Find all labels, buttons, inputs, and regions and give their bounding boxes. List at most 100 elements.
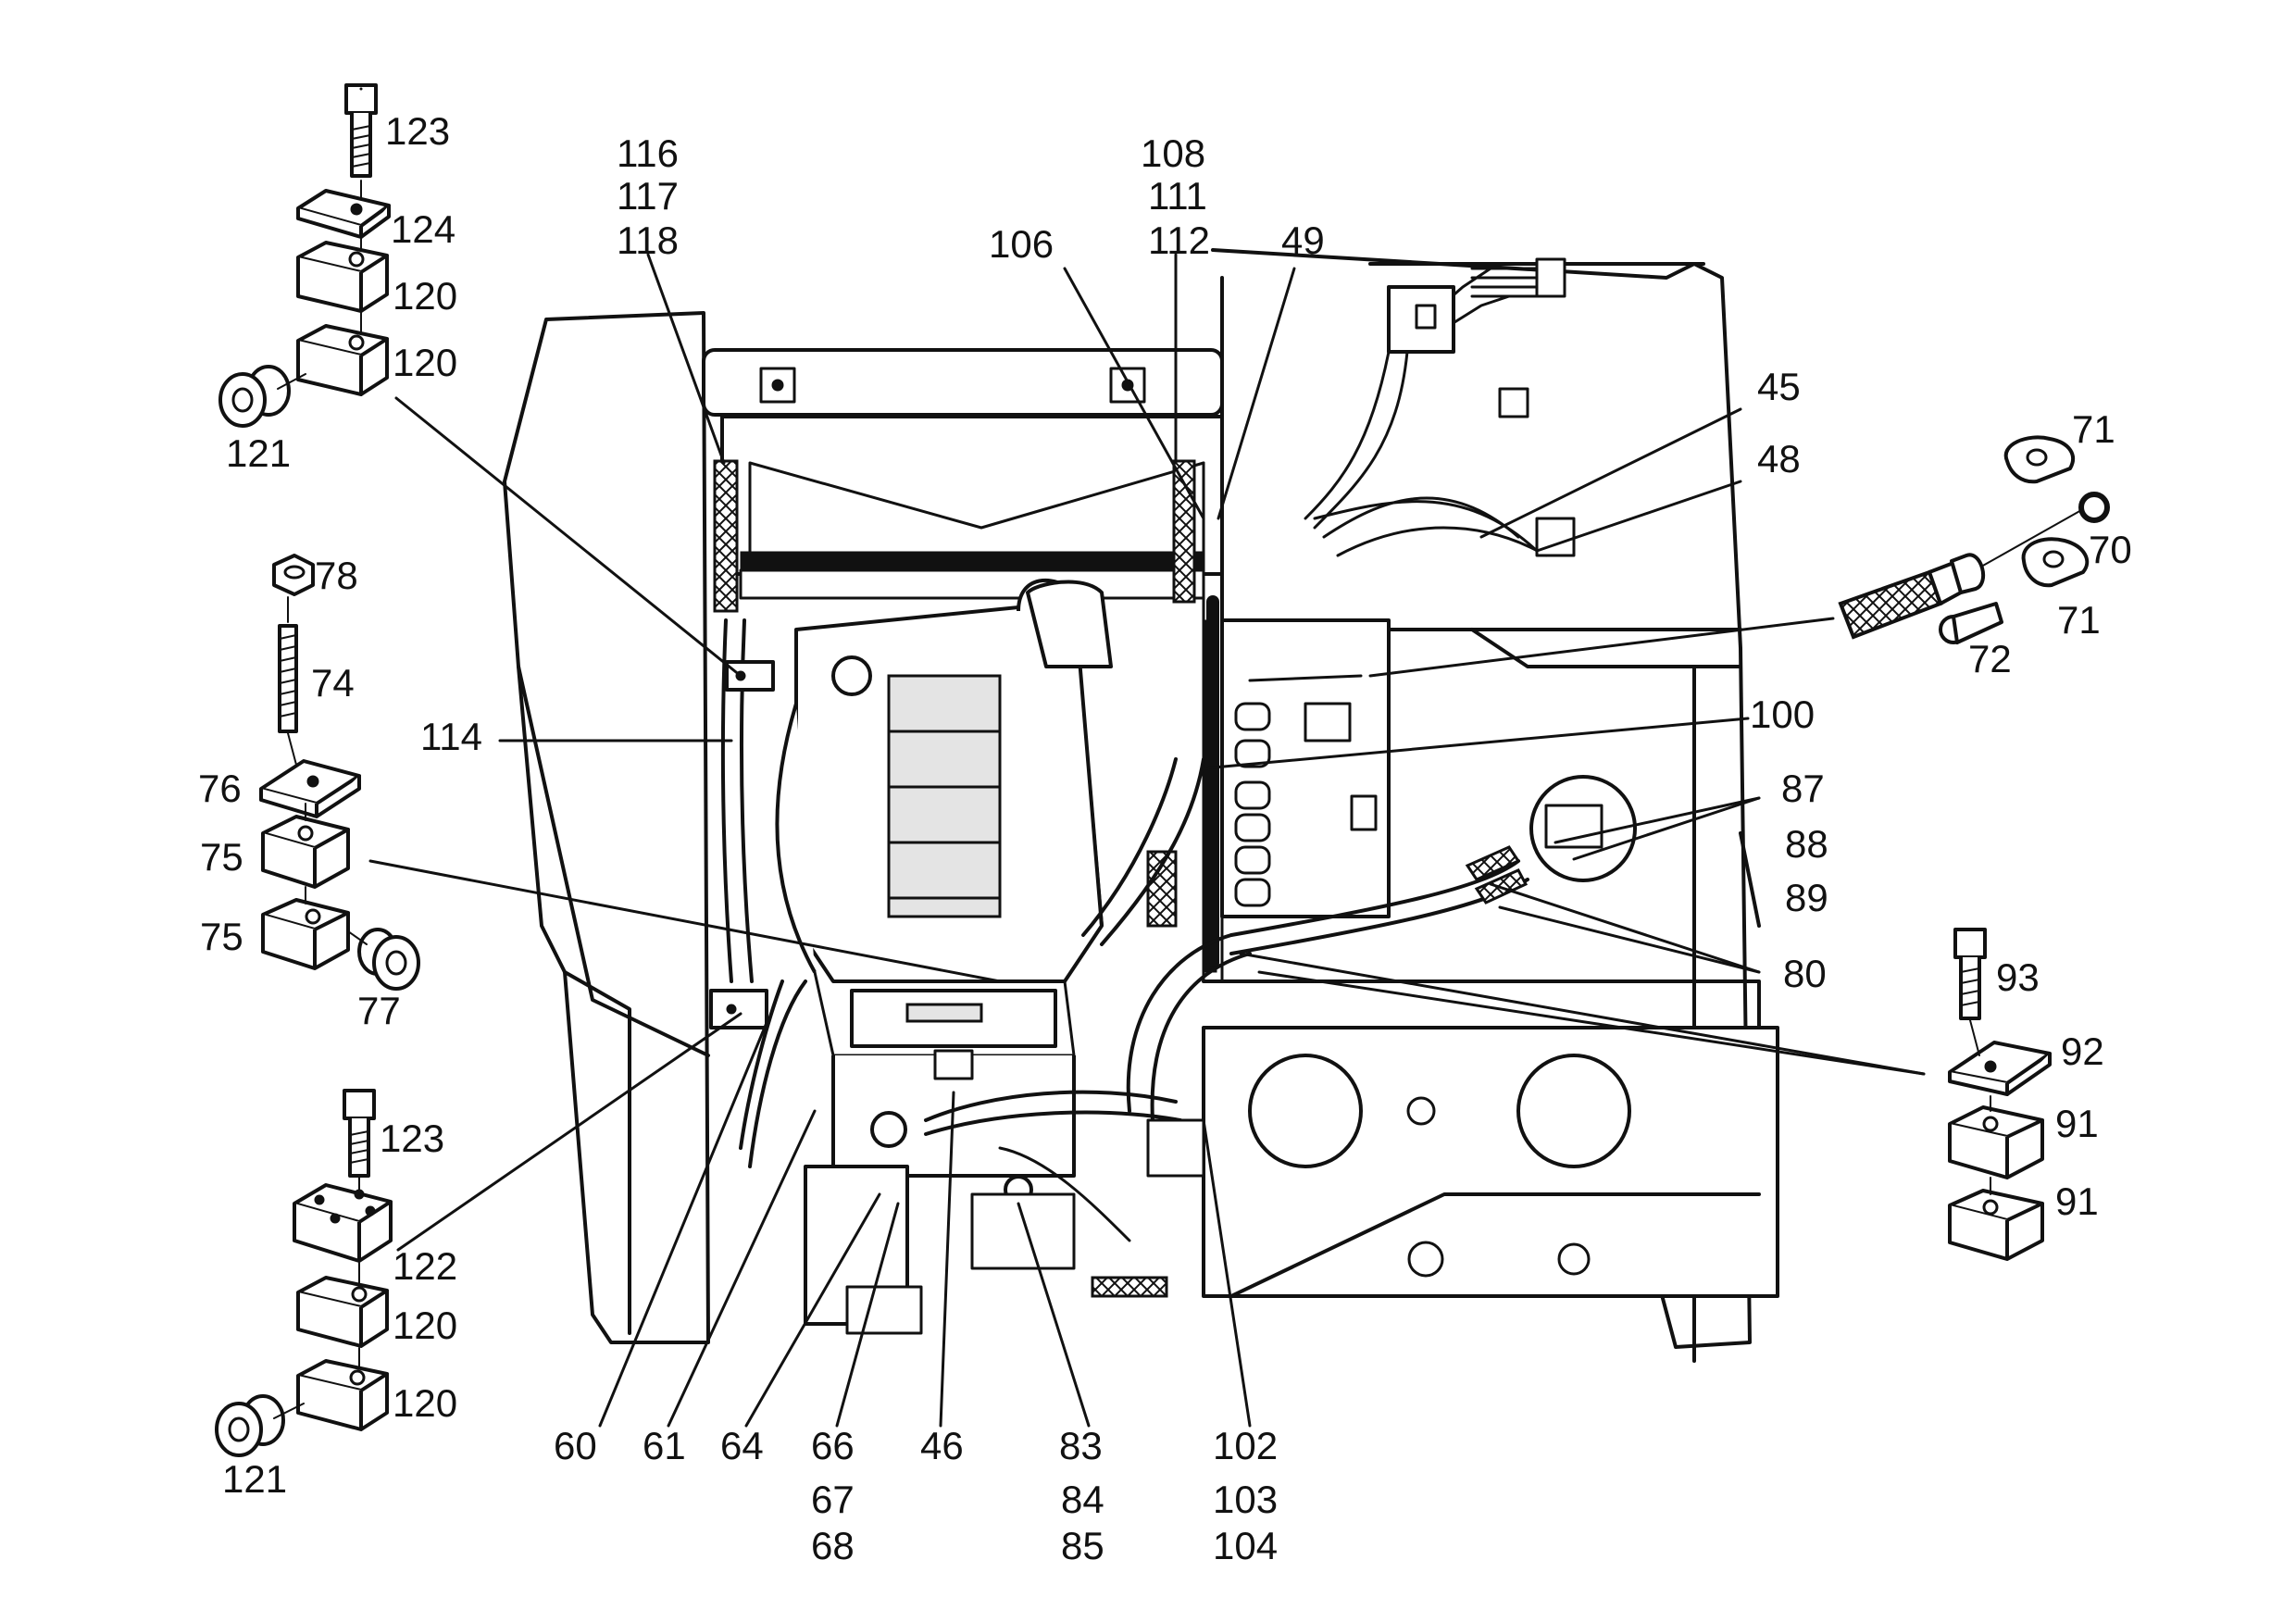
leader-87b <box>1572 796 1761 861</box>
leader-106 <box>1063 267 1205 520</box>
callout-124: 124 <box>391 207 455 251</box>
clamp-half-upper-icon <box>296 241 389 313</box>
hose-icon <box>1838 553 1986 640</box>
callout-75: 75 <box>200 915 243 958</box>
leader-87a <box>1554 796 1761 844</box>
callout-76: 76 <box>198 767 242 810</box>
clamp-half-upper-icon <box>296 1276 389 1348</box>
callout-120: 120 <box>393 341 457 384</box>
bolt-icon <box>343 1089 376 1178</box>
callout-68: 68 <box>811 1524 855 1567</box>
callout-103: 103 <box>1213 1478 1278 1521</box>
callout-83: 83 <box>1059 1424 1103 1467</box>
leader-92b <box>1239 952 1926 1076</box>
hoses <box>713 459 1529 1298</box>
callout-49: 49 <box>1281 218 1325 262</box>
callout-92: 92 <box>2061 1029 2104 1073</box>
clamp-block-icon <box>293 1183 393 1263</box>
grommet-icon <box>215 1394 285 1457</box>
callout-75: 75 <box>200 835 243 879</box>
leader-61 <box>667 1109 817 1428</box>
clamp-assembly-bottom-left <box>215 1089 393 1457</box>
leader-75-bracket <box>368 859 1002 983</box>
callout-64: 64 <box>720 1424 764 1467</box>
washer-icon <box>2078 492 2110 523</box>
callout-118: 118 <box>617 218 679 262</box>
callout-120: 120 <box>393 274 457 318</box>
clamp-half-lower-icon <box>296 324 389 396</box>
hose-fitting-assembly <box>1838 435 2110 644</box>
clamp-assembly-top-left <box>218 83 391 428</box>
clamp-plate-icon <box>296 189 391 239</box>
clamp-assembly-middle-left <box>259 554 420 991</box>
leader-80b <box>1498 905 1761 974</box>
callout-123: 123 <box>385 109 450 153</box>
callout-67: 67 <box>811 1478 855 1521</box>
leader-121a-bracket <box>394 396 742 678</box>
callout-117: 117 <box>617 174 679 218</box>
callout-102: 102 <box>1213 1424 1278 1467</box>
callout-66: 66 <box>811 1424 855 1467</box>
left-bracket <box>709 660 775 1029</box>
callout-100: 100 <box>1750 692 1815 736</box>
leader-80a <box>1489 882 1761 974</box>
screw-icon <box>1939 602 2003 644</box>
callout-111: 111 <box>1148 174 1207 218</box>
callout-91: 91 <box>2055 1179 2099 1223</box>
leader-100 <box>1202 717 1750 770</box>
callout-61: 61 <box>643 1424 686 1467</box>
callout-70: 70 <box>2089 528 2132 571</box>
callout-112: 112 <box>1148 218 1210 262</box>
callout-46: 46 <box>920 1424 964 1467</box>
callout-123: 123 <box>380 1117 444 1160</box>
split-clamp-upper-icon <box>2003 435 2076 484</box>
callout-87: 87 <box>1781 767 1825 810</box>
leader-46 <box>939 1091 955 1428</box>
split-clamp-lower-icon <box>2021 537 2090 588</box>
callout-77: 77 <box>357 989 401 1032</box>
callout-122: 122 <box>393 1244 457 1288</box>
air-housing <box>1529 775 1637 882</box>
callout-121: 121 <box>222 1457 287 1501</box>
callout-71: 71 <box>2072 407 2115 451</box>
bolt-icon <box>344 83 378 178</box>
leader-lines <box>359 87 1926 1428</box>
callout-116: 116 <box>617 131 679 175</box>
callout-106: 106 <box>989 222 1054 266</box>
nut-icon <box>272 554 315 596</box>
callout-120: 120 <box>393 1381 457 1425</box>
leader-60 <box>598 1017 770 1428</box>
clamp-half-upper-icon <box>261 815 350 889</box>
radiator <box>702 348 1224 600</box>
callout-114: 114 <box>420 715 482 758</box>
callout-72: 72 <box>1968 637 2012 680</box>
engine-bay-assembly <box>503 248 1779 1363</box>
stud-icon <box>278 624 298 733</box>
leader-49 <box>1217 267 1296 520</box>
callout-91: 91 <box>2055 1102 2099 1145</box>
callout-80: 80 <box>1783 952 1827 995</box>
callout-88: 88 <box>1785 822 1828 866</box>
chassis <box>1202 979 1779 1298</box>
callout-89: 89 <box>1785 876 1828 919</box>
wiring-harness <box>1304 257 1576 557</box>
leader-102 <box>1202 1118 1252 1428</box>
clamp-half-upper-icon <box>1948 1105 2044 1179</box>
callout-71: 71 <box>2057 598 2101 642</box>
bolt-icon <box>1953 928 1987 1020</box>
callout-74: 74 <box>311 661 355 705</box>
clamp-plate-icon <box>259 759 361 818</box>
clamp-half-lower-icon <box>1948 1189 2044 1261</box>
clamp-plate-icon <box>1948 1041 2052 1096</box>
leader-48 <box>1535 480 1742 553</box>
grommet-icon <box>218 365 291 428</box>
callout-120: 120 <box>393 1304 457 1347</box>
leader-92a <box>1257 970 1926 1076</box>
callout-45: 45 <box>1757 365 1801 408</box>
callout-104: 104 <box>1213 1524 1278 1567</box>
callout-84: 84 <box>1061 1478 1104 1521</box>
callout-78: 78 <box>315 554 358 597</box>
leader-64 <box>744 1192 881 1428</box>
leader-66 <box>835 1202 900 1428</box>
